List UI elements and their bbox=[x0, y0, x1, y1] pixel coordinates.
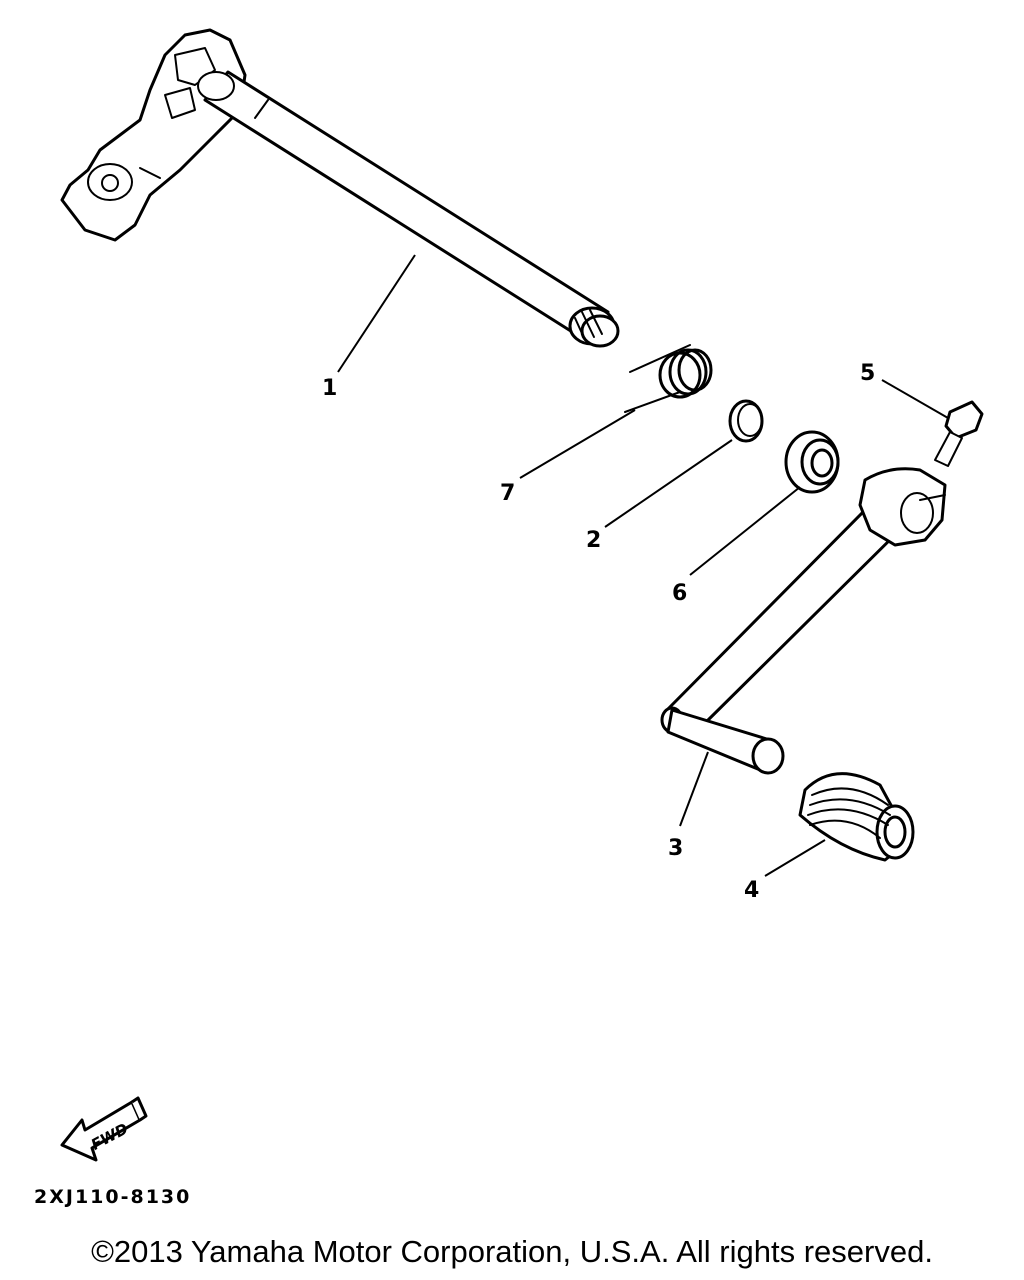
leader-1 bbox=[337, 254, 416, 373]
leader-2 bbox=[604, 439, 733, 528]
clamp-bolt bbox=[934, 400, 984, 467]
callout-2: 2 bbox=[586, 528, 601, 553]
fwd-arrow-icon: FWD bbox=[60, 1096, 148, 1162]
callout-7: 7 bbox=[500, 481, 515, 506]
callout-6: 6 bbox=[672, 581, 687, 606]
callout-1: 1 bbox=[322, 376, 337, 401]
callout-3: 3 bbox=[668, 836, 683, 861]
callout-4: 4 bbox=[744, 878, 759, 903]
copyright-notice: ©2013 Yamaha Motor Corporation, U.S.A. A… bbox=[91, 1234, 933, 1269]
leader-7 bbox=[519, 409, 636, 479]
torsion-spring bbox=[624, 344, 713, 413]
pedal-rubber bbox=[798, 772, 915, 862]
leader-5 bbox=[881, 379, 949, 419]
exploded-parts-diagram: 1 2 3 4 5 6 7 FWD bbox=[60, 28, 984, 1162]
oil-seal bbox=[784, 430, 840, 494]
leader-4 bbox=[764, 839, 826, 877]
circlip bbox=[728, 399, 764, 443]
drawing-code: 2XJ110-8130 bbox=[34, 1186, 192, 1208]
leader-6 bbox=[689, 486, 801, 576]
leader-3 bbox=[679, 751, 709, 827]
shift-shaft-assembly bbox=[60, 28, 620, 348]
callout-5: 5 bbox=[860, 361, 875, 386]
shift-pedal bbox=[660, 467, 947, 775]
